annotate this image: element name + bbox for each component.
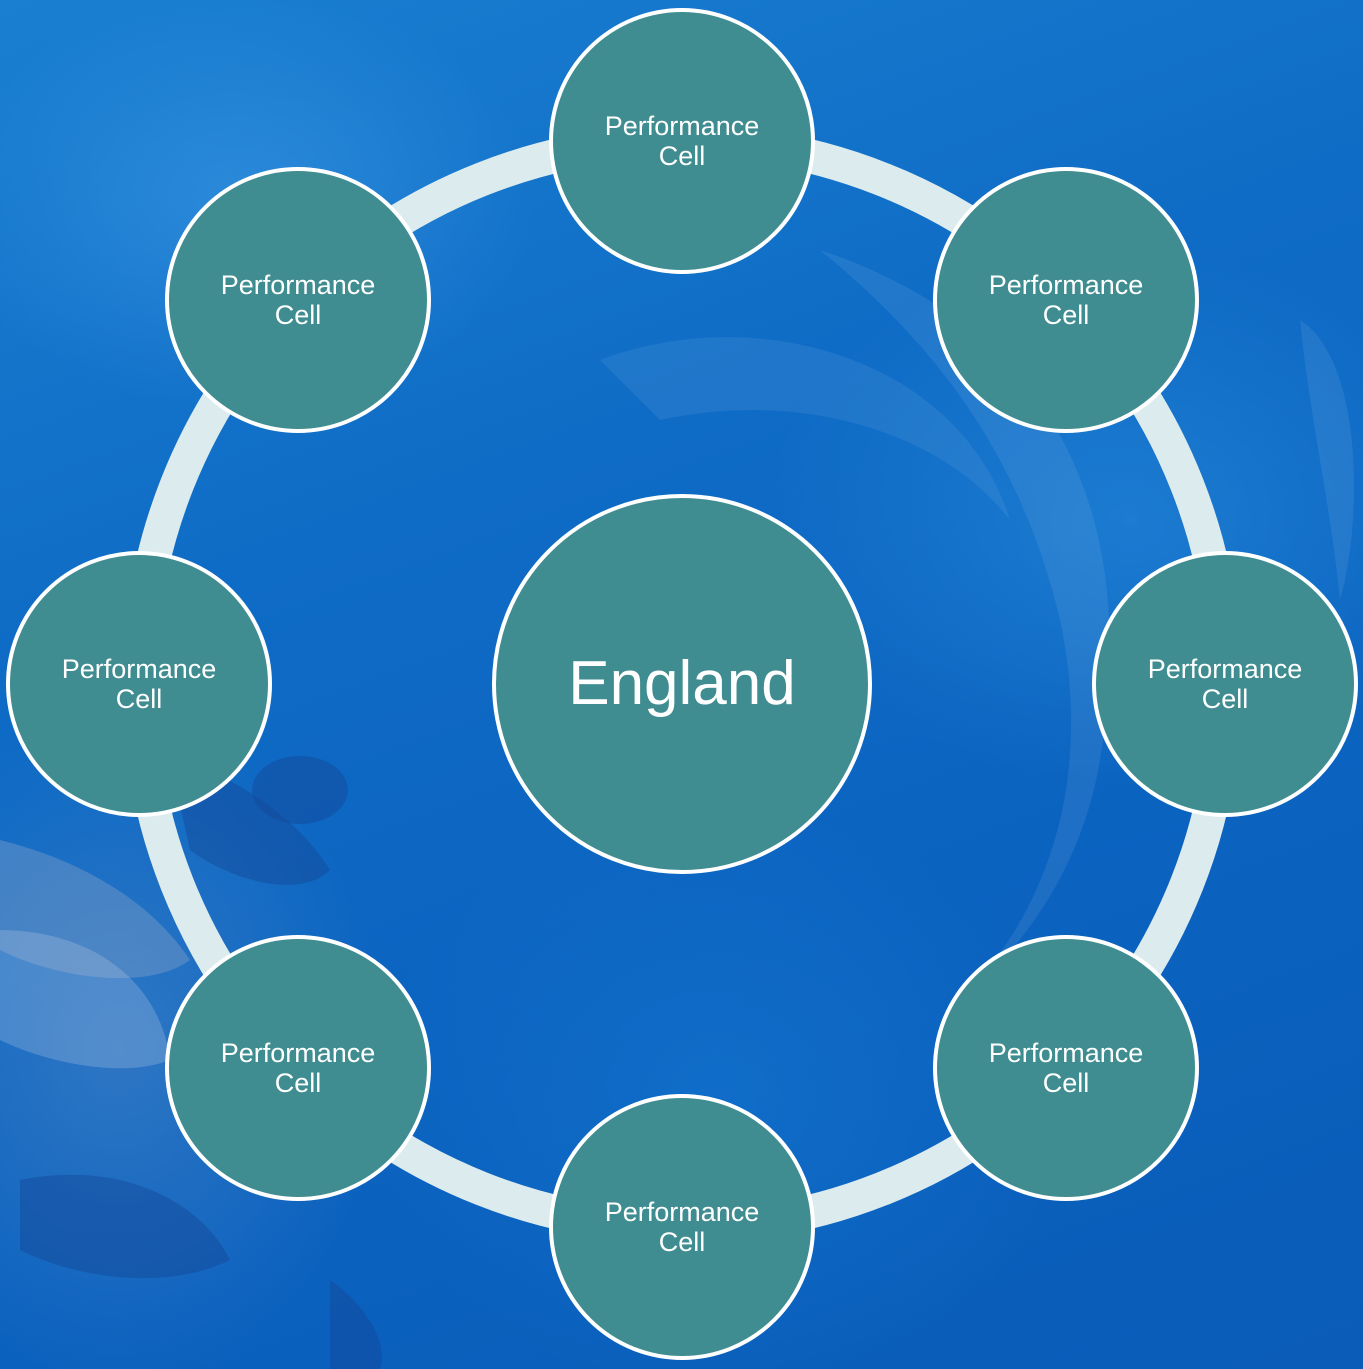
athlete-silhouette (0, 930, 170, 1069)
node-label: Performance Cell (988, 270, 1144, 330)
performance-cell-node: Performance Cell (1092, 551, 1358, 817)
performance-cell-node: Performance Cell (933, 167, 1199, 433)
background-swoosh (600, 337, 1010, 520)
center-node-label: England (568, 649, 796, 718)
node-label: Performance Cell (988, 1038, 1144, 1098)
background-swoosh (1300, 320, 1355, 600)
node-label: Performance Cell (220, 1038, 376, 1098)
node-label: Performance Cell (604, 111, 760, 171)
performance-cell-node: Performance Cell (933, 935, 1199, 1201)
node-label: Performance Cell (1147, 654, 1303, 714)
performance-cell-node: Performance Cell (165, 935, 431, 1201)
performance-cell-node: Performance Cell (165, 167, 431, 433)
performance-cell-node: Performance Cell (549, 8, 815, 274)
performance-cell-node: Performance Cell (6, 551, 272, 817)
node-label: Performance Cell (604, 1197, 760, 1257)
node-label: Performance Cell (220, 270, 376, 330)
center-node: England (492, 494, 872, 874)
node-label: Performance Cell (61, 654, 217, 714)
performance-cell-node: Performance Cell (549, 1094, 815, 1360)
background-swoosh (820, 250, 1110, 1000)
